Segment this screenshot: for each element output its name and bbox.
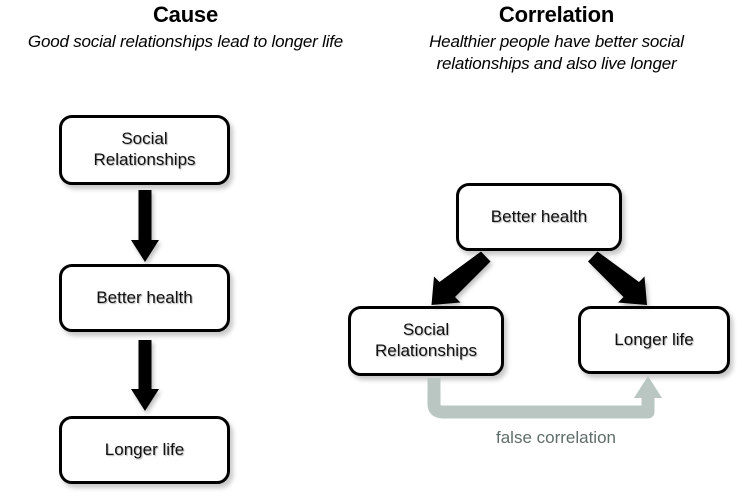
node-cause-longer-life[interactable]: Longer life bbox=[59, 416, 230, 484]
node-cause-longer-life-label: Longer life bbox=[104, 439, 185, 459]
arrow-corr-health-to-social bbox=[431, 251, 491, 305]
cause-column-subtitle: Good social relationships lead to longer… bbox=[27, 32, 344, 51]
cause-column-title: Cause bbox=[152, 2, 219, 27]
node-corr-social-relationships[interactable]: Social Relationships bbox=[348, 306, 504, 376]
node-cause-better-health[interactable]: Better health bbox=[59, 264, 230, 332]
arrow-cause-social-to-health bbox=[131, 190, 159, 262]
node-cause-social-relationships[interactable]: Social Relationships bbox=[59, 115, 230, 185]
node-cause-social-relationships-label: Social Relationships bbox=[93, 129, 196, 169]
correlation-column-subtitle: Healthier people have better social rela… bbox=[429, 32, 684, 74]
node-corr-social-relationships-label: Social Relationships bbox=[374, 320, 478, 360]
node-corr-better-health-label: Better health bbox=[490, 206, 588, 226]
arrow-cause-health-to-life bbox=[131, 340, 159, 411]
arrow-corr-health-to-life bbox=[588, 251, 647, 305]
arrow-false-correlation bbox=[427, 376, 662, 419]
node-cause-better-health-label: Better health bbox=[96, 287, 193, 307]
node-corr-better-health[interactable]: Better health bbox=[456, 183, 622, 251]
node-corr-longer-life[interactable]: Longer life bbox=[578, 306, 730, 374]
correlation-column-title: Correlation bbox=[498, 2, 615, 27]
node-corr-longer-life-label: Longer life bbox=[614, 329, 694, 349]
false-correlation-label: false correlation bbox=[495, 428, 616, 447]
